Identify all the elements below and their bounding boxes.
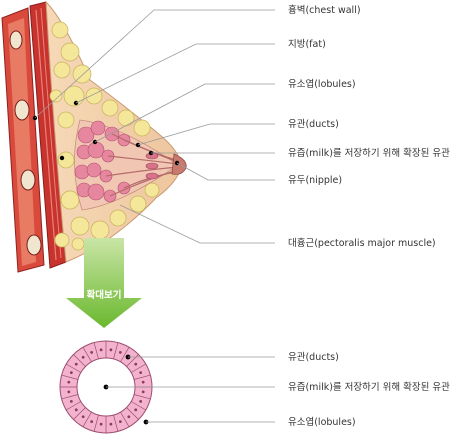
upper-labels: 흉벽(chest wall) 지방(fat) 유소엽(lobules) 유관(d… bbox=[288, 4, 450, 249]
cell-nucleus bbox=[90, 420, 94, 424]
cell-wall bbox=[113, 414, 119, 432]
cell-wall bbox=[126, 407, 139, 420]
cell-nucleus bbox=[81, 415, 85, 419]
cell-nucleus bbox=[74, 408, 78, 412]
lower-leader-lines bbox=[106, 356, 275, 423]
cell-nucleus bbox=[74, 362, 78, 366]
cell-nucleus bbox=[118, 420, 122, 424]
cell-nucleus bbox=[81, 355, 85, 359]
cell-nucleus bbox=[69, 399, 73, 403]
label-lobules: 유소엽(lobules) bbox=[288, 79, 356, 90]
zoom-arrow-label: 확대보기 bbox=[87, 289, 122, 301]
label-nipple: 유두(nipple) bbox=[288, 175, 342, 186]
cell-wall bbox=[120, 411, 130, 428]
lobules-and-ducts bbox=[74, 119, 187, 211]
label-chest-wall: 흉벽(chest wall) bbox=[288, 4, 361, 16]
cell-nucleus bbox=[139, 399, 143, 403]
cell-nucleus bbox=[141, 390, 145, 394]
cell-nucleus bbox=[99, 422, 103, 426]
zoom-arrow: 확대보기 bbox=[66, 238, 142, 328]
cell-wall bbox=[130, 401, 147, 411]
cell-wall bbox=[65, 401, 82, 411]
cell-nucleus bbox=[141, 380, 145, 384]
label-lobules-magnified: 유소엽(lobules) bbox=[288, 417, 356, 428]
cell-wall bbox=[126, 354, 139, 367]
label-ducts-magnified: 유관(ducts) bbox=[288, 352, 339, 363]
cell-nucleus bbox=[67, 390, 71, 394]
cell-wall bbox=[93, 342, 99, 360]
cell-nucleus bbox=[139, 371, 143, 375]
label-milk-sinus: 유즙(milk)를 저장하기 위해 확장된 유관 bbox=[288, 147, 450, 159]
cell-wall bbox=[120, 346, 130, 363]
chest-wall bbox=[1, 7, 45, 273]
cell-wall bbox=[93, 414, 99, 432]
cell-wall bbox=[61, 394, 79, 400]
label-fat: 지방(fat) bbox=[288, 39, 326, 50]
cell-wall bbox=[133, 374, 151, 380]
cell-wall bbox=[82, 411, 92, 428]
cell-wall bbox=[133, 394, 151, 400]
label-milk-sinus-magnified: 유즙(milk)를 저장하기 위해 확장된 유관 bbox=[288, 381, 450, 393]
cell-wall bbox=[130, 363, 147, 373]
cell-wall bbox=[65, 363, 82, 373]
lower-labels: 유관(ducts) 유즙(milk)를 저장하기 위해 확장된 유관 유소엽(l… bbox=[288, 352, 450, 428]
cell-wall bbox=[73, 407, 86, 420]
upper-leader-lines bbox=[34, 9, 275, 244]
label-ducts: 유관(ducts) bbox=[288, 119, 339, 130]
cell-wall bbox=[113, 342, 119, 360]
cell-wall bbox=[82, 346, 92, 363]
cell-nucleus bbox=[99, 348, 103, 352]
label-pectoralis: 대흉근(pectoralis major muscle) bbox=[288, 237, 436, 249]
cell-nucleus bbox=[90, 350, 94, 354]
cell-wall bbox=[61, 374, 79, 380]
cell-nucleus bbox=[134, 408, 138, 412]
cell-wall bbox=[73, 354, 86, 367]
cell-nucleus bbox=[134, 362, 138, 366]
cell-nucleus bbox=[109, 348, 113, 352]
cell-nucleus bbox=[118, 350, 122, 354]
cell-nucleus bbox=[109, 422, 113, 426]
cell-nucleus bbox=[67, 380, 71, 384]
cell-nucleus bbox=[69, 371, 73, 375]
cell-nucleus bbox=[127, 415, 131, 419]
